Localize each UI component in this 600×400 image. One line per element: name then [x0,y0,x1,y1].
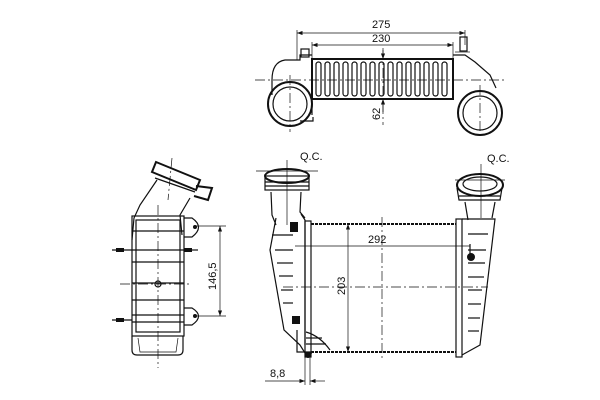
dim-core-height: 203 [336,277,348,295]
top-view: 275 230 62 [255,19,505,137]
dim-bracket-offset: 8,8 [270,368,285,380]
dim-core-width: 292 [368,234,386,246]
dim-depth: 62 [371,108,383,120]
label-right-qc: Q.C. [487,153,510,165]
label-left-qc: Q.C. [300,151,323,163]
front-view: Q.C. Q.C. [256,151,510,385]
dim-overall-length: 275 [372,19,390,31]
dim-core-length: 230 [372,33,390,45]
dim-mount-spacing: 146,5 [207,262,219,290]
side-view: 146,5 [112,157,226,368]
